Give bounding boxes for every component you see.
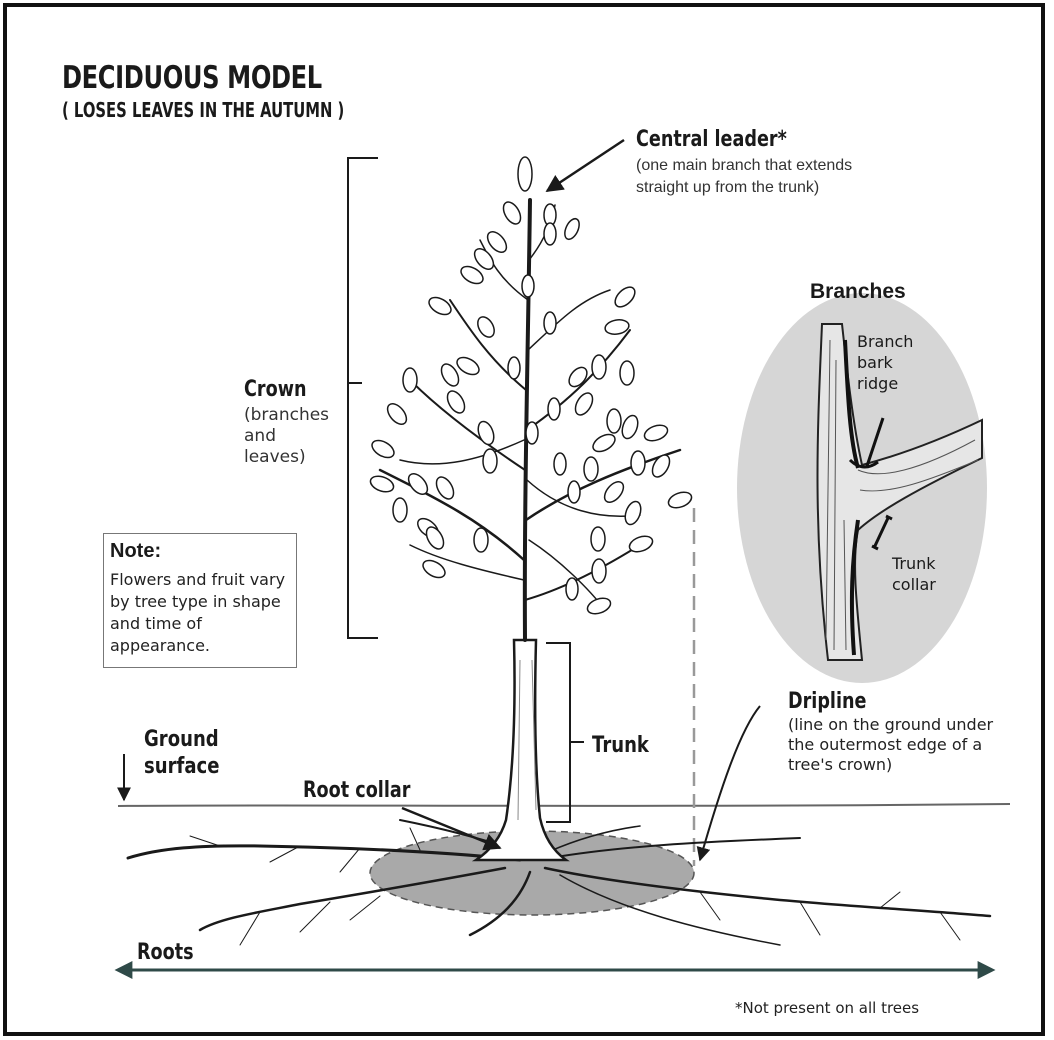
branch-bark-ridge-label: Branch bark ridge xyxy=(857,331,937,394)
note-title: Note: xyxy=(110,540,161,563)
tree-trunk xyxy=(476,640,566,860)
diagram-subtitle: ( LOSES LEAVES IN THE AUTUMN ) xyxy=(62,98,344,122)
ground-surface-label: Ground surface xyxy=(144,726,242,780)
dripline-arrow xyxy=(700,706,760,860)
trunk-bracket xyxy=(546,643,584,822)
note-text: Flowers and fruit vary by tree type in s… xyxy=(110,569,296,657)
crown-bracket xyxy=(348,158,378,638)
trunk-label: Trunk xyxy=(592,733,649,758)
dripline-label: Dripline xyxy=(788,689,866,714)
central-leader-arrow xyxy=(547,140,624,191)
root-collar-label: Root collar xyxy=(303,778,410,803)
footnote: *Not present on all trees xyxy=(735,999,919,1017)
crown-label: Crown xyxy=(244,377,306,402)
crown-description: (branches and leaves) xyxy=(244,405,334,468)
diagram-title: DECIDUOUS MODEL xyxy=(62,60,322,96)
central-leader-label: Central leader* xyxy=(636,127,787,152)
branches-inset-title: Branches xyxy=(810,280,906,304)
dripline-description: (line on the ground under the outermost … xyxy=(788,715,1018,775)
ground-line xyxy=(118,804,1010,806)
central-leader-description: (one main branch that extends straight u… xyxy=(636,155,906,199)
roots-label: Roots xyxy=(137,940,194,965)
trunk-collar-label: Trunk collar xyxy=(892,553,962,595)
